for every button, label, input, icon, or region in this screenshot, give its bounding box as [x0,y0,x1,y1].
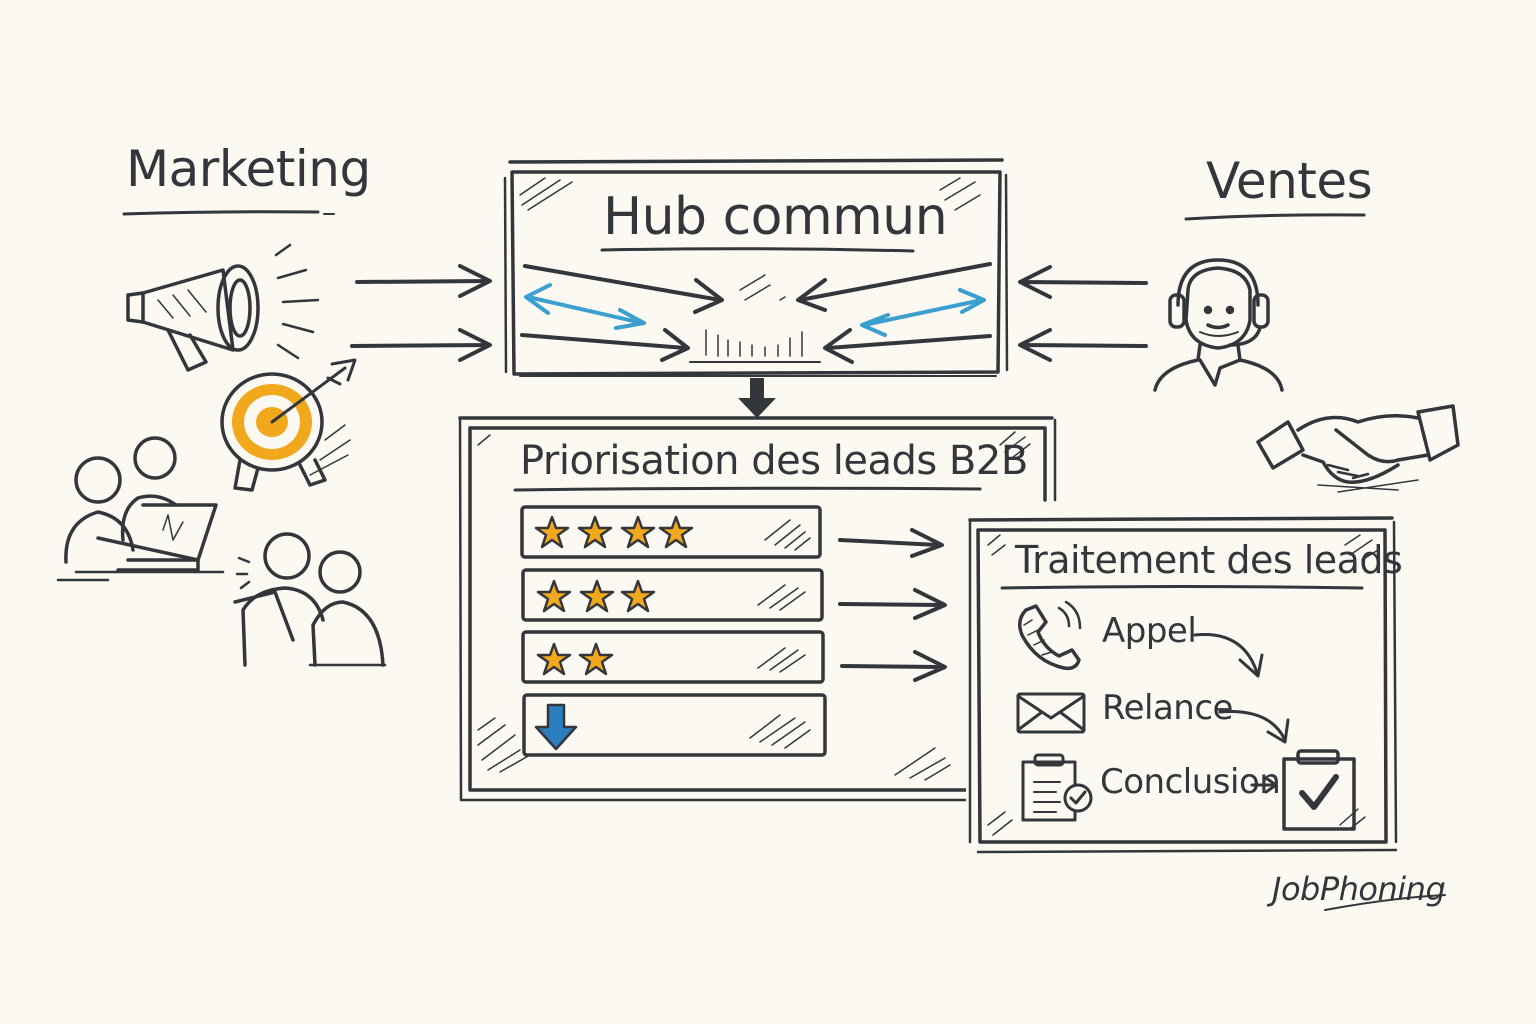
phone-icon [1018,600,1082,671]
handshake-icon [1256,404,1460,493]
row-2-stars [536,642,614,676]
hub-title: Hub commun [603,187,948,247]
down-arrow-icon [534,703,578,751]
target-icon [220,358,357,492]
team-discussion-icon [233,532,387,667]
prioritization-title: Priorisation des leads B2B [520,438,1028,484]
marketing-title: Marketing [126,140,371,198]
team-laptop-icon [56,436,225,582]
sales-title: Ventes [1206,152,1373,210]
brand-signature: JobPhoning [1272,870,1446,908]
megaphone-icon [126,243,320,372]
headset-agent-icon [1153,258,1284,392]
row-3-stars [536,579,656,613]
processing-title: Traitement des leads [1015,538,1403,582]
step-conclusion: Conclusion [1100,762,1281,802]
step-appel: Appel [1102,611,1197,651]
clipboard-check-icon [1021,753,1093,822]
envelope-icon [1016,692,1086,734]
clipboard-checkmark-icon [1282,749,1366,831]
step-relance: Relance [1102,688,1233,728]
